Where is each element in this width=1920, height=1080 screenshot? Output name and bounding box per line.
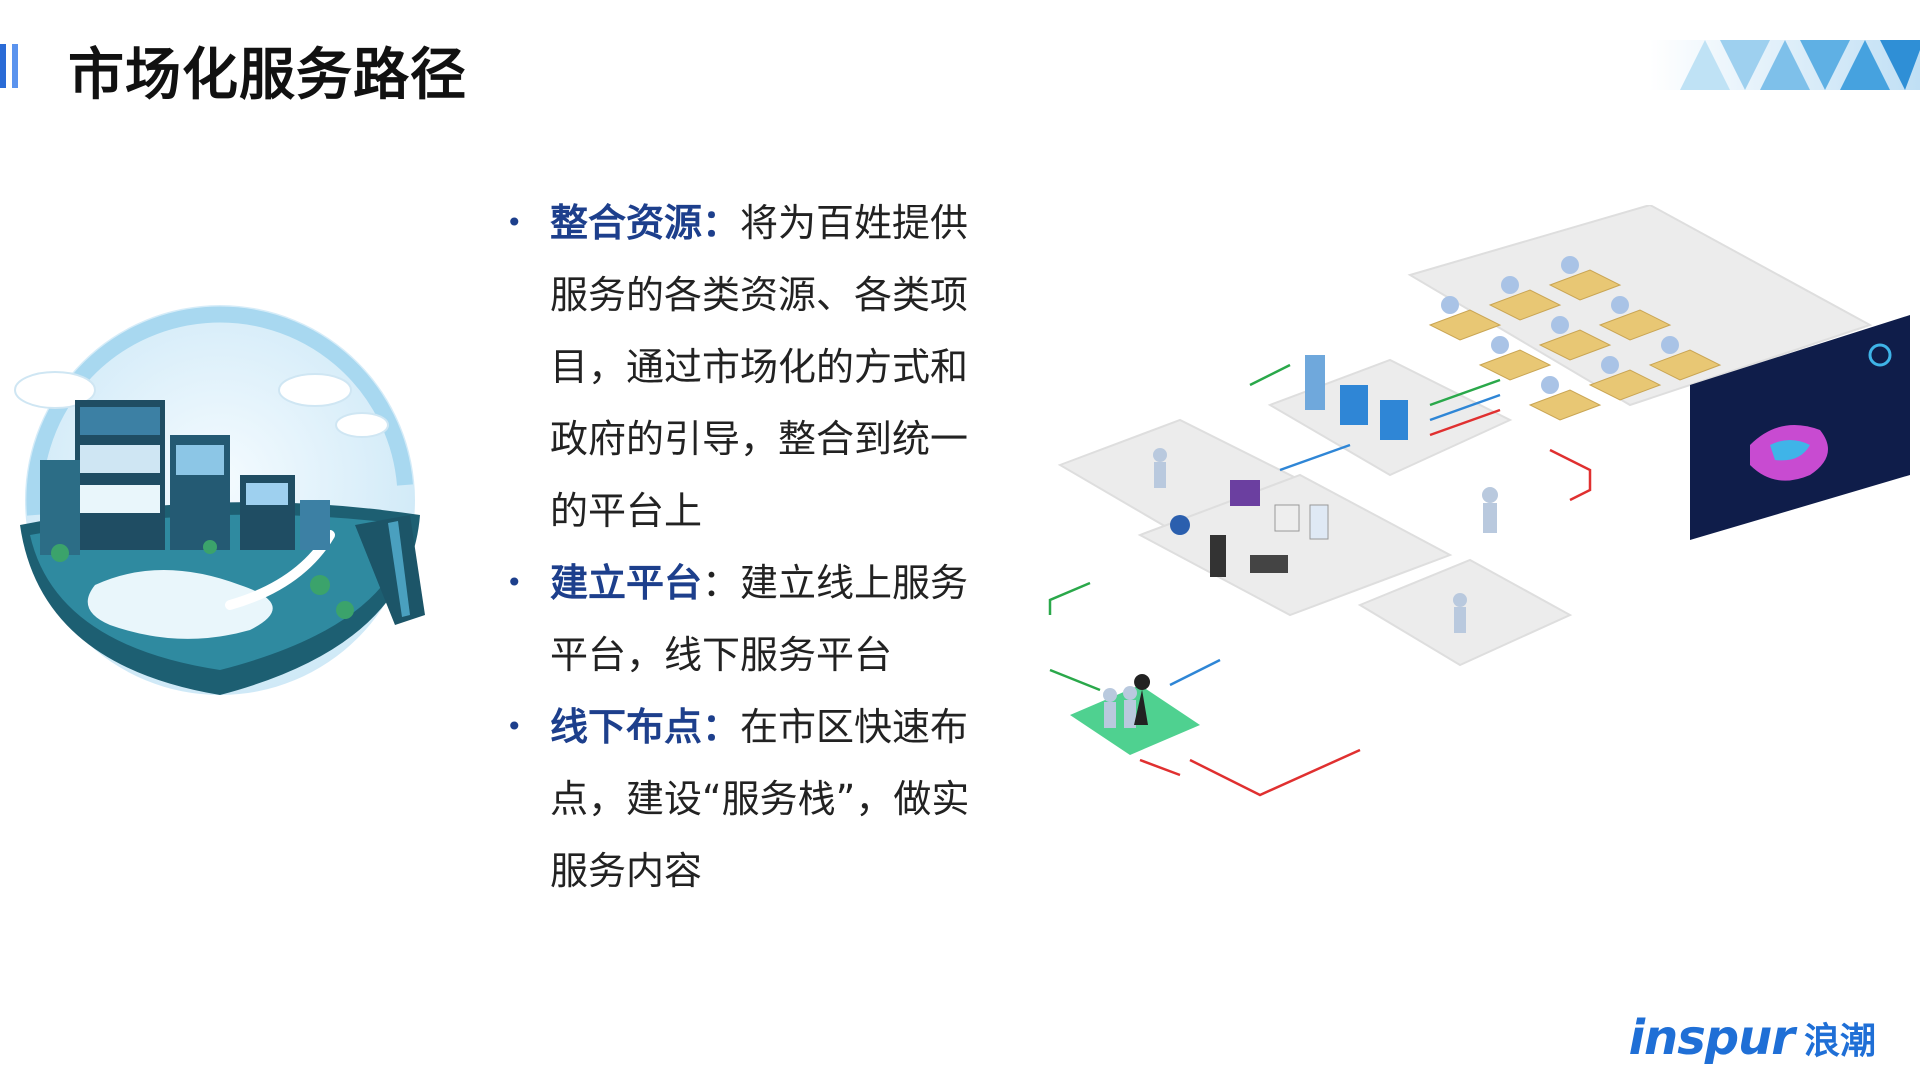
brand-chinese-wordmark: 浪潮 — [1803, 1021, 1876, 1062]
bullet-item-build-platform: • 建立平台：建立线上服务平台，线下服务平台 — [500, 547, 1000, 691]
page-title: 市场化服务路径 — [68, 43, 467, 108]
bullet-item-offline-sites: • 线下布点：在市区快速布点，建设“服务栈”，做实服务内容 — [500, 691, 1000, 907]
bullet-sep: ： — [702, 561, 741, 605]
bullet-dot: • — [506, 206, 523, 239]
bullet-sep: ： — [702, 705, 741, 749]
title-accent-bars — [0, 44, 22, 88]
bullet-list: •整合资源：将为百姓提供服务的各类资源、各类项目，通过市场化的方式和政府的引导，… — [500, 187, 1000, 907]
bullet-head: 建立平台 — [550, 561, 703, 605]
bullet-head: 线下布点 — [550, 705, 703, 749]
bullet-item-integrate-resources: • 整合资源：将为百姓提供服务的各类资源、各类项目，通过市场化的方式和政府的引导，… — [500, 187, 1000, 547]
bullet-text: 建立线上服务平台，线下服务平台 — [550, 561, 969, 677]
brand-logo: inspur 浪潮 — [1629, 1010, 1876, 1066]
brand-latin-wordmark: inspur — [1628, 1010, 1795, 1066]
bullet-dot: • — [506, 710, 523, 743]
bullet-dot: • — [506, 566, 523, 599]
smart-city-illustration — [14, 305, 425, 695]
bullet-text: 将为百姓提供服务的各类资源、各类项目，通过市场化的方式和政府的引导，整合到统一的… — [550, 201, 969, 533]
bullet-sep: ： — [702, 201, 741, 245]
decorative-triangles — [1650, 40, 1920, 90]
bullet-text: 在市区快速布点，建设“服务栈”，做实服务内容 — [550, 705, 970, 893]
service-platform-diagram — [1048, 205, 1910, 797]
tile-call-center — [1407, 205, 1873, 407]
bullet-head: 整合资源 — [550, 201, 703, 245]
